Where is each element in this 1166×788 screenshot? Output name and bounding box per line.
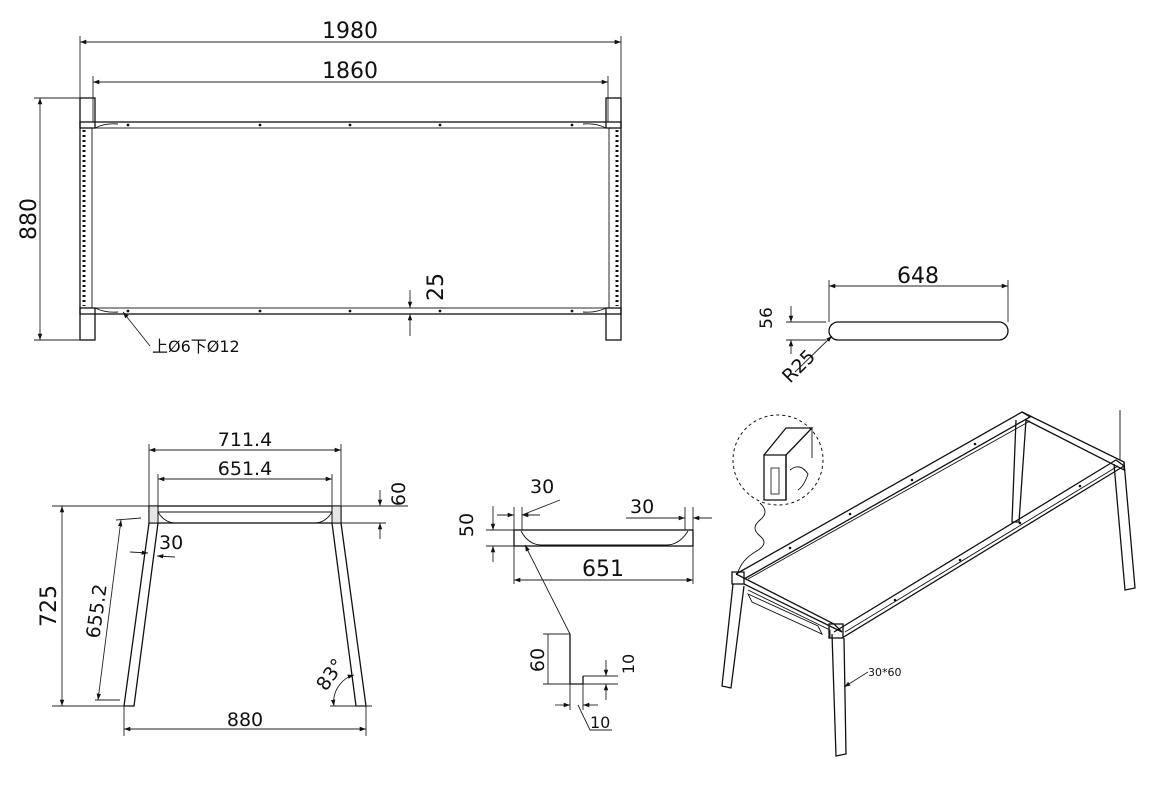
profile-section: 60 10 10: [527, 633, 638, 732]
tube-size-label: 30*60: [868, 666, 902, 679]
leg-block-bottom-left: [79, 307, 96, 341]
hole-note: 上Ø6下Ø12: [152, 337, 240, 356]
dim-1860: 1860: [322, 59, 378, 84]
dim-83-angle: 83°: [312, 655, 349, 695]
dim-880-depth: 880: [17, 198, 42, 240]
beam-detail: 50 30 30 651: [456, 476, 712, 635]
dim-655-2: 655.2: [82, 583, 111, 640]
dim-30-left: 30: [530, 476, 554, 498]
dim-30-right: 30: [630, 496, 654, 518]
side-view: 711.4 651.4 60 30 725 655.2 83°: [37, 429, 410, 736]
detail-circle: [732, 414, 824, 506]
dim-711-4: 711.4: [218, 429, 272, 451]
dim-725: 725: [37, 585, 62, 627]
dim-880-bottom: 880: [227, 709, 263, 731]
dim-10-wall: 10: [590, 713, 610, 732]
crossbar-shape: [828, 321, 1009, 341]
dim-25: 25: [424, 273, 449, 301]
dim-56: 56: [757, 307, 777, 329]
leg-block-top-left: [79, 97, 96, 129]
dim-1980: 1980: [322, 19, 378, 44]
top-view: 1980 1860 880 25 上Ø6下Ø12: [17, 19, 622, 356]
isometric-view: 30*60: [721, 410, 1136, 757]
magnifier-detail: [732, 414, 824, 573]
dim-30-leg: 30: [159, 532, 183, 554]
detail-leader: [737, 502, 766, 573]
dim-r25: R25: [778, 346, 820, 388]
dim-651: 651: [582, 557, 624, 582]
dim-50: 50: [456, 513, 478, 537]
dim-60-beam: 60: [388, 482, 410, 506]
leg-block-top-right: [605, 97, 622, 129]
dim-648: 648: [897, 264, 939, 289]
dim-60-profile: 60: [527, 648, 549, 672]
crossbar-detail: 648 56 R25: [757, 264, 1009, 388]
dim-651-4: 651.4: [218, 458, 272, 480]
leg-block-bottom-right: [605, 307, 622, 341]
dim-10-tab: 10: [619, 654, 638, 674]
